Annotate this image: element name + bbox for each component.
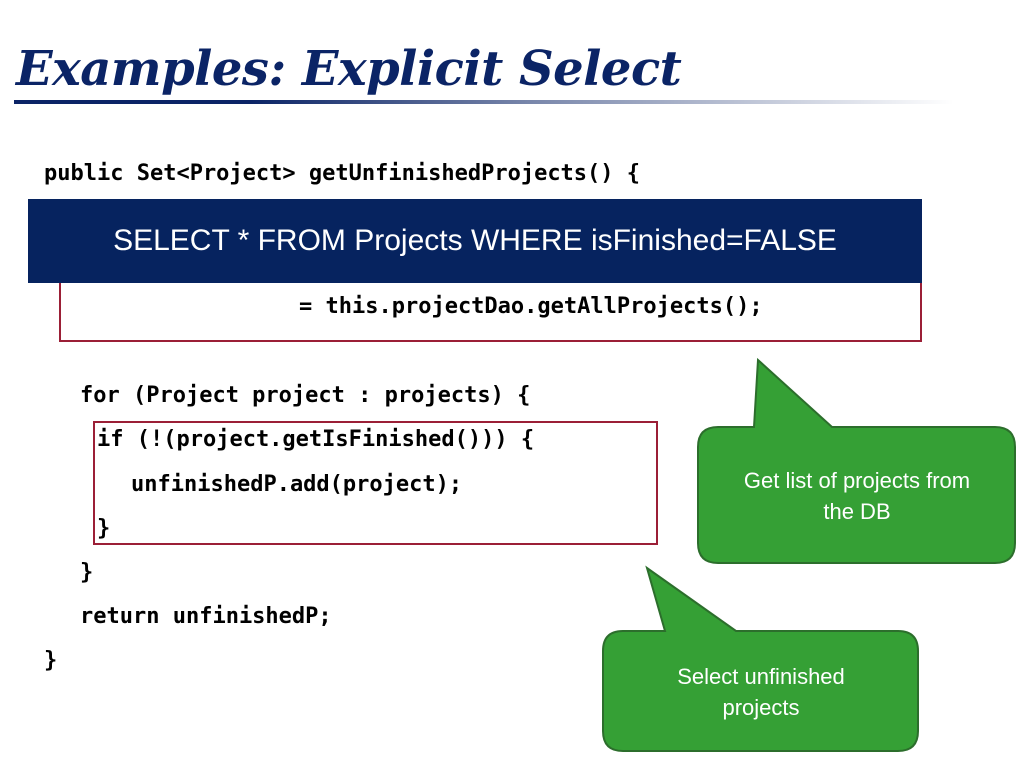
code-line-if-close: } <box>97 516 111 541</box>
title-underline <box>14 100 954 104</box>
callout-select-shape <box>602 565 919 752</box>
code-line-get-all-projects: = this.projectDao.getAllProjects(); <box>299 294 763 319</box>
callout-select-text-line1: Select unfinished <box>677 664 845 689</box>
code-line-add: unfinishedP.add(project); <box>131 472 463 497</box>
callout-db-text-line2: the DB <box>823 499 890 524</box>
callout-select-text-line2: projects <box>722 695 799 720</box>
callout-db-shape <box>697 357 1016 564</box>
slide-title: Examples: Explicit Select <box>16 41 682 97</box>
code-line-method-close: } <box>44 648 58 673</box>
code-line-return: return unfinishedP; <box>80 604 332 629</box>
code-line-for-close: } <box>80 560 94 585</box>
callout-db-text-line1: Get list of projects from <box>744 468 970 493</box>
sql-query-banner: SELECT * FROM Projects WHERE isFinished=… <box>28 199 922 283</box>
code-line-method-signature: public Set<Project> getUnfinishedProject… <box>44 161 641 186</box>
code-line-if: if (!(project.getIsFinished())) { <box>97 427 535 452</box>
filter-highlight-box <box>93 421 658 545</box>
code-line-for-loop: for (Project project : projects) { <box>80 383 531 408</box>
